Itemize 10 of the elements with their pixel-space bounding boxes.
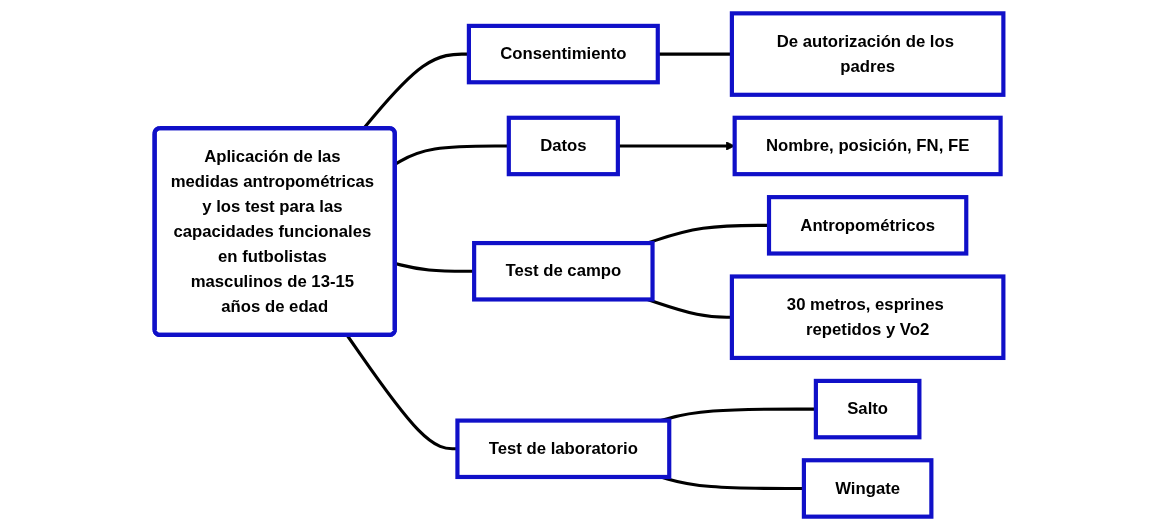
node-box: Salto [813,378,922,439]
node-box: Datos [506,115,620,176]
node-box: Test de campo [472,240,655,302]
node-box: Wingate [801,457,934,519]
node-box: Antropométricos [766,194,969,256]
node-box: Consentimiento [466,23,660,84]
node-box: Nombre, posición, FN, FE [732,115,1003,176]
node-box: 30 metros, esprines repetidos y Vo2 [729,273,1006,360]
node-box: Test de laboratorio [455,418,672,479]
node-box: De autorización de los padres [729,10,1006,97]
